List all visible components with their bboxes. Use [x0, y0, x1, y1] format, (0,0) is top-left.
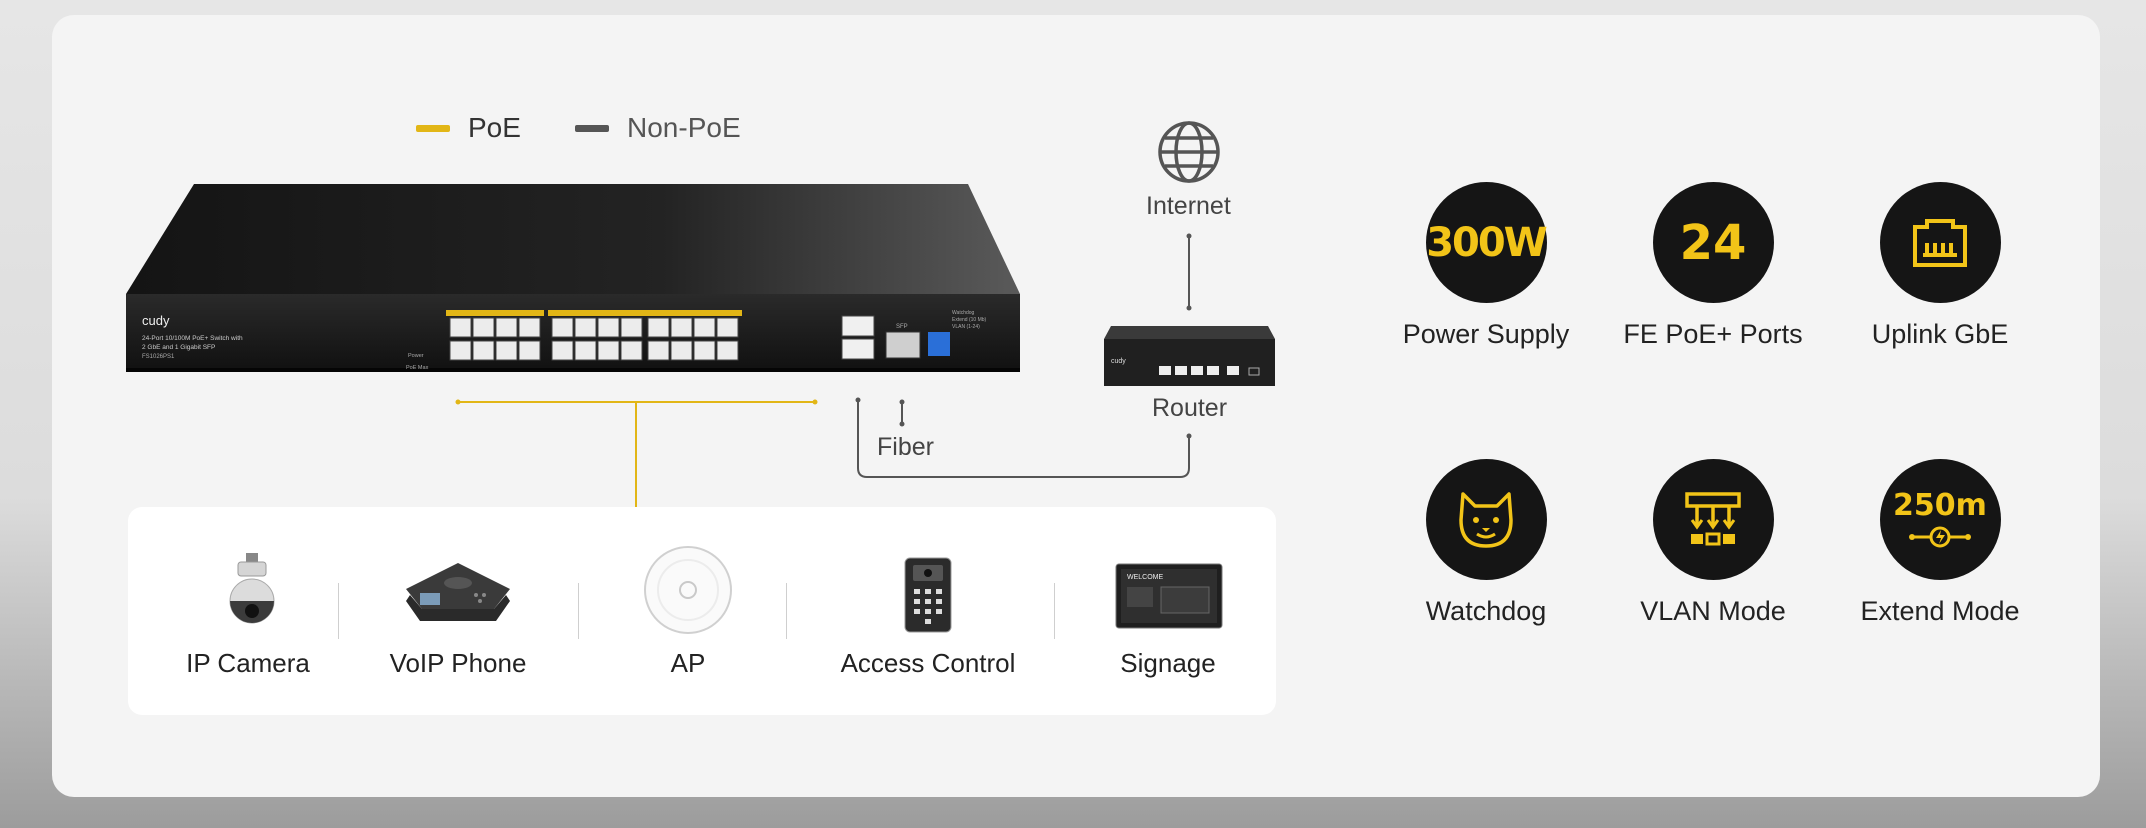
signage-text: WELCOME — [1127, 574, 1164, 581]
switch-brand: cudy — [142, 313, 170, 328]
poe-port — [693, 317, 716, 338]
poe-port — [574, 317, 597, 338]
poe-port — [597, 340, 620, 361]
fiber-label: Fiber — [877, 433, 934, 461]
feature-label: Power Supply — [1402, 319, 1570, 349]
device-label: IP Camera — [186, 648, 310, 678]
signage-icon: WELCOME — [1115, 563, 1223, 629]
poe-port — [518, 317, 541, 338]
voip-phone-icon — [406, 563, 510, 621]
vlan-icon — [1685, 491, 1741, 545]
feature-vlan-mode: VLAN Mode — [1598, 459, 1828, 627]
sfp-label: SFP — [896, 324, 908, 330]
poe-port — [716, 340, 739, 361]
device-signage: WELCOME Signage — [1078, 507, 1258, 715]
poe-port — [670, 340, 693, 361]
device-voip-phone: VoIP Phone — [358, 507, 558, 715]
router-brand: cudy — [1111, 358, 1126, 365]
device-label: VoIP Phone — [389, 648, 527, 678]
poe-port — [716, 317, 739, 338]
ip-camera-icon — [229, 553, 275, 624]
poe-port — [574, 340, 597, 361]
device-label: Signage — [1120, 648, 1216, 678]
feature-extend-mode: 250m Extend Mode — [1825, 459, 2055, 627]
poe-port — [693, 340, 716, 361]
poe-port — [551, 340, 574, 361]
poe-port — [647, 317, 670, 338]
led-poemax-label: PoE Max — [406, 365, 429, 371]
poe-switch: SFP VLAN (1-24) Extend (10 Mb) Watchdog … — [126, 184, 1020, 372]
poe-port — [495, 317, 518, 338]
access-control-icon — [904, 557, 952, 633]
uplink-badge — [1879, 182, 2001, 303]
device-divider — [1054, 583, 1055, 639]
router-label: Router — [1152, 394, 1228, 422]
poe-port — [597, 317, 620, 338]
ports-badge: 24 — [1652, 182, 1774, 303]
power-badge: 300W — [1425, 182, 1548, 303]
legend-poe-label: PoE — [468, 112, 521, 143]
feature-label: Extend Mode — [1860, 596, 2020, 626]
router-icon: cudy — [1104, 326, 1275, 386]
poe-port — [449, 317, 472, 338]
feature-label: FE PoE+ Ports — [1623, 319, 1803, 349]
extend-distance: 250m — [1893, 487, 1987, 523]
poe-devices-panel: IP Camera VoIP Phone AP — [128, 507, 1276, 715]
internet-label: Internet — [1146, 192, 1231, 220]
legend-nonpoe-label: Non-PoE — [627, 112, 741, 143]
poe-port — [472, 340, 495, 361]
device-label: Access Control — [840, 648, 1016, 678]
poe-port — [670, 317, 693, 338]
dip-extend-label: Extend (10 Mb) — [952, 317, 987, 323]
dip-watchdog-label: Watchdog — [952, 310, 975, 316]
feature-label: VLAN Mode — [1640, 596, 1786, 626]
device-ip-camera: IP Camera — [148, 507, 348, 715]
device-divider — [338, 583, 339, 639]
watchdog-badge — [1425, 459, 1547, 580]
device-access-control: Access Control — [818, 507, 1038, 715]
feature-watchdog: Watchdog — [1371, 459, 1601, 627]
nonpoe-swatch — [575, 124, 609, 132]
device-ap: AP — [588, 507, 788, 715]
device-label: AP — [670, 648, 706, 678]
feature-uplink-gbe: Uplink GbE — [1825, 182, 2055, 350]
poe-port — [472, 317, 495, 338]
poe-port — [620, 317, 643, 338]
switch-desc-2: 2 GbE and 1 Gigabit SFP — [142, 344, 215, 351]
legend-poe: PoE — [416, 112, 521, 144]
vlan-badge — [1652, 459, 1774, 580]
feature-label: Uplink GbE — [1871, 319, 2009, 349]
watchdog-icon — [1459, 491, 1513, 548]
dip-vlan-label: VLAN (1-24) — [952, 324, 980, 330]
device-divider — [786, 583, 787, 639]
legend-nonpoe: Non-PoE — [575, 112, 741, 144]
device-divider — [578, 583, 579, 639]
switch-model: FS1026PS1 — [142, 354, 175, 360]
extend-icon — [1909, 526, 1971, 547]
led-power-label: Power — [408, 353, 424, 359]
switch-ports — [446, 310, 742, 361]
feature-power-supply: 300W Power Supply — [1371, 182, 1601, 350]
poe-port — [620, 340, 643, 361]
poe-port — [551, 317, 574, 338]
switch-desc-1: 24-Port 10/100M PoE+ Switch with — [142, 335, 243, 342]
feature-fe-poe-ports: 24 FE PoE+ Ports — [1598, 182, 1828, 350]
globe-icon — [1158, 121, 1220, 183]
extend-badge: 250m — [1879, 459, 2001, 580]
poe-port — [647, 340, 670, 361]
poe-port — [449, 340, 472, 361]
ethernet-port-icon — [1913, 218, 1967, 267]
poe-port — [495, 340, 518, 361]
poe-swatch — [416, 124, 450, 132]
access-point-icon — [644, 546, 732, 634]
poe-port — [518, 340, 541, 361]
feature-label: Watchdog — [1425, 596, 1547, 626]
